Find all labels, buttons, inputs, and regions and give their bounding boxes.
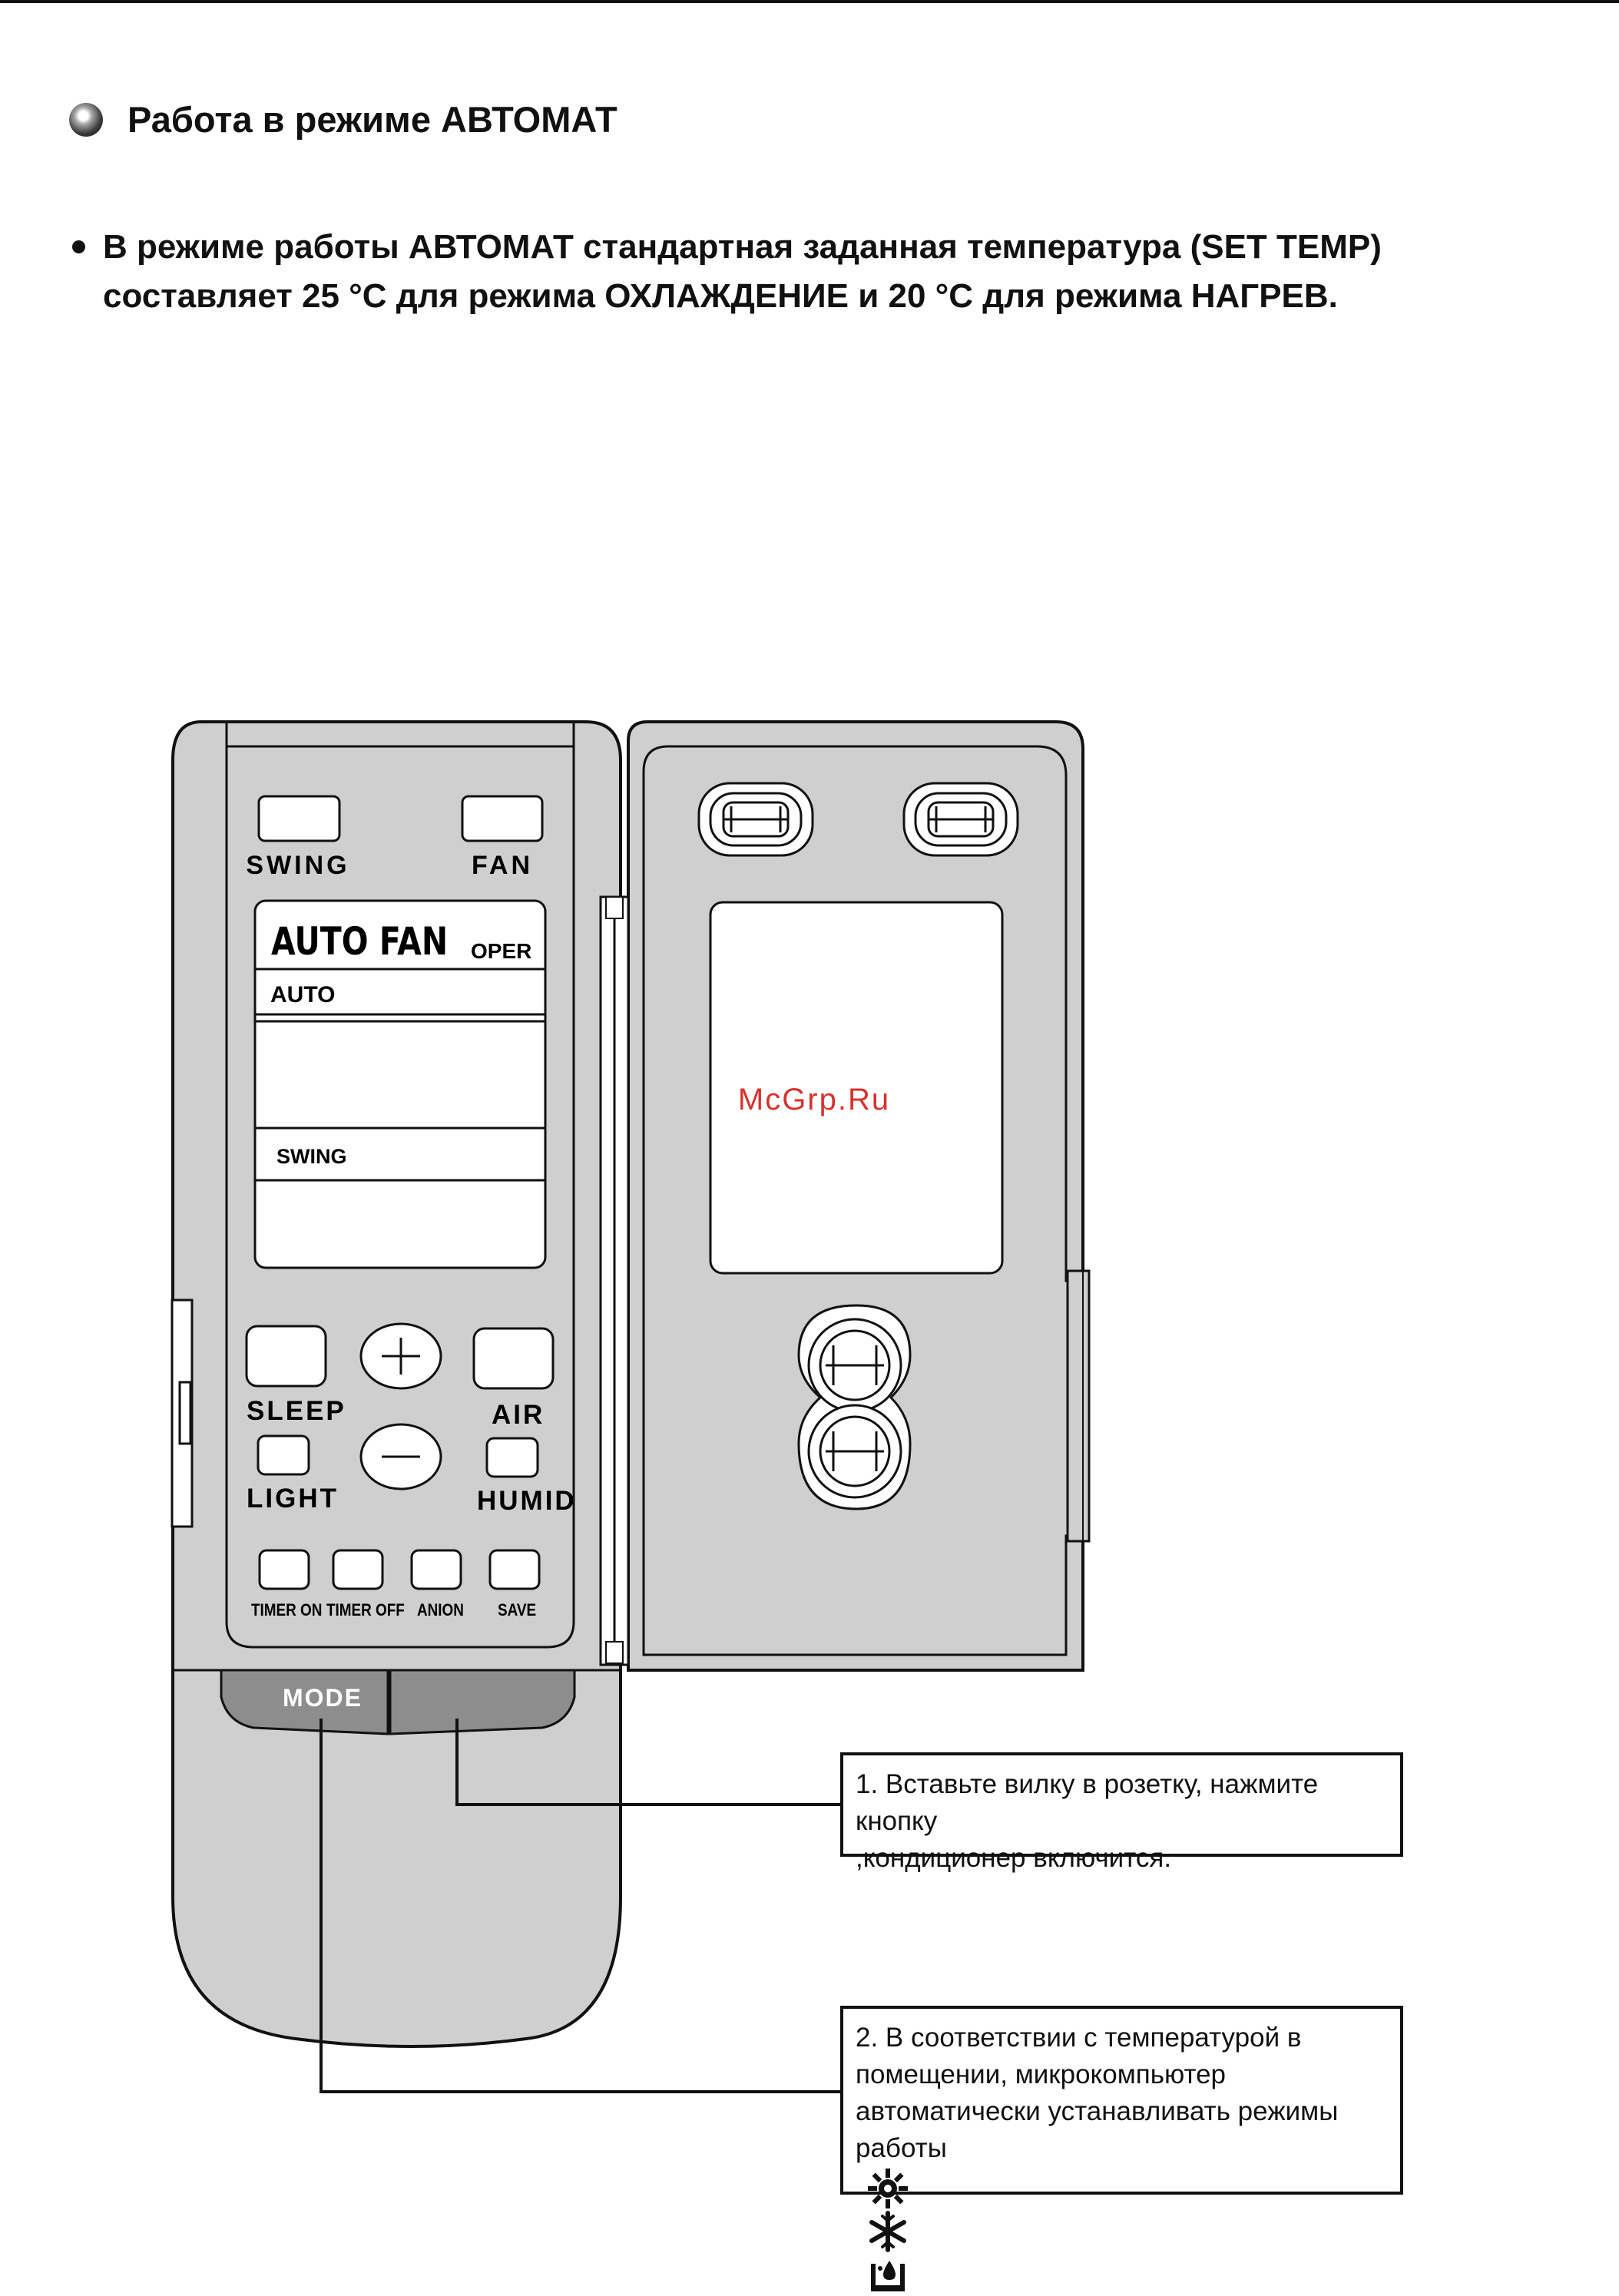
description-paragraph: В режиме работы АВТОМАТ стандартная зада… [103,223,1608,321]
swing-button-label: SWING [246,851,349,880]
lcd-display [253,899,547,1269]
description-line-2: составляет 25 °C для режима ОХЛАЖДЕНИЕ и… [103,277,1338,315]
section-title: Работа в режиме АВТОМАТ [127,99,617,140]
cover-latch-bottom [797,1304,912,1510]
leader-line-mode [319,1719,840,2093]
lcd-auto: AUTO [270,982,335,1007]
callout-2-line-1: 2. В соответствии с температурой в [856,2023,1302,2053]
callout-1-line-2: кнопку ,кондиционер включится. [856,1803,1389,1877]
callout-2-line-4: работы [856,2130,1389,2296]
sleep-button[interactable] [245,1325,327,1388]
swing-button[interactable] [257,795,341,842]
callout-2-line-3: автоматически устанавливать режимы [856,2096,1339,2126]
save-label: SAVE [498,1601,536,1620]
list-bullet-icon [72,240,85,253]
remote-control-figure: SWING FAN AUTO FAN OPER AUTO SWING SLEEP… [171,720,1403,2291]
dry-drop-icon [871,2261,905,2291]
remote-control-illustration: SWING FAN AUTO FAN OPER AUTO SWING SLEEP… [171,720,1091,2093]
callout-2-line-4-text: работы [856,2133,947,2163]
cover-window [709,901,1004,1275]
fan-button-label: FAN [472,851,533,880]
watermark: McGrp.Ru [738,1083,890,1117]
callout-1-rest: ,кондиционер включится. [856,1843,1172,1873]
anion-label: ANION [417,1601,464,1620]
mode-icons [866,2167,1389,2296]
top-rule [0,0,1619,3]
power-button[interactable] [389,1669,576,1735]
cover-latch-right [902,782,1019,857]
timer-off-button[interactable] [332,1549,384,1590]
air-button[interactable] [472,1327,555,1390]
humid-button[interactable] [485,1437,539,1478]
lcd-auto-fan: AUTO FAN [271,919,448,964]
callout-step-1: 1. Вставьте вилку в розетку, нажмите кно… [840,1752,1403,1873]
light-button[interactable] [257,1434,310,1476]
sleep-button-label: SLEEP [247,1396,346,1426]
humid-button-label: HUMID [477,1486,577,1516]
save-button[interactable] [488,1549,541,1590]
callout-step-2: 2. В соответствии с температурой в помещ… [840,2006,1403,2291]
lcd-swing: SWING [276,1145,347,1168]
mode-button-label: MODE [283,1684,363,1712]
timer-on-label: TIMER ON [251,1601,322,1620]
callout-1-line-1: 1. Вставьте вилку в розетку, нажмите [856,1769,1319,1799]
cover-latch-left [697,782,814,857]
leader-line-power [455,1719,840,1806]
anion-button[interactable] [410,1549,462,1590]
fan-button[interactable] [461,795,544,842]
snowflake-cool-icon [869,2211,906,2252]
callout-1-word: кнопку [856,1806,938,1836]
sun-heat-icon [868,2169,908,2208]
lcd-oper: OPER [471,939,531,963]
callout-2-line-2: помещении, микрокомпьютер [856,2059,1227,2089]
timer-off-label: TIMER OFF [326,1601,405,1620]
description-line-1: В режиме работы АВТОМАТ стандартная зада… [103,228,1382,266]
timer-on-button[interactable] [258,1549,310,1590]
air-button-label: AIR [492,1400,545,1430]
section-bullet-icon [69,103,103,137]
light-button-label: LIGHT [247,1484,339,1514]
